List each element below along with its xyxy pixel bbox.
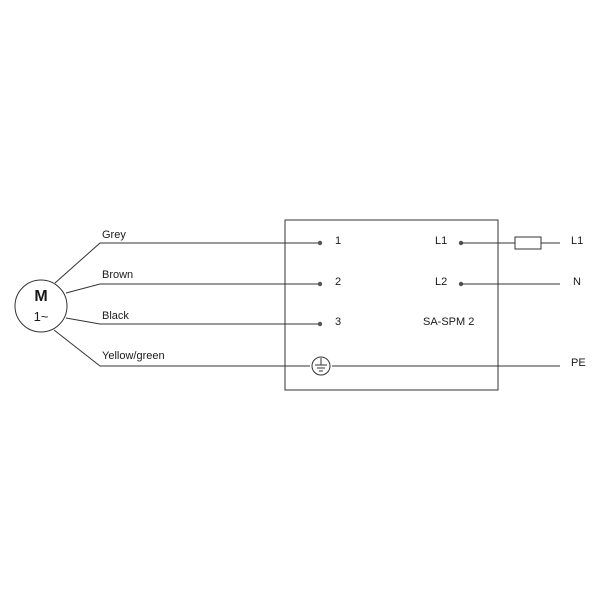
black-wire-label: Black (102, 310, 129, 322)
terminal-1-label: 1 (335, 235, 341, 247)
terminal-3-label: 3 (335, 316, 341, 328)
motor-label: M (34, 288, 47, 305)
motor-circle (14, 279, 68, 333)
grey-wire (54, 242, 320, 284)
yellow-green-wire-label: Yellow/green (102, 350, 165, 362)
terminal-1-dot (317, 240, 323, 246)
terminal-l1-label: L1 (435, 235, 447, 247)
terminal-3-dot (317, 321, 323, 327)
terminal-2-dot (317, 281, 323, 287)
fuse-icon (514, 236, 542, 250)
supply-pe-label: PE (571, 357, 586, 369)
motor-symbol: M 1~ (14, 279, 68, 333)
terminal-2-label: 2 (335, 276, 341, 288)
motor-phase-label: 1~ (34, 309, 49, 324)
black-wire (65, 317, 320, 325)
control-module-box (284, 219, 499, 391)
earth-ground-icon (311, 356, 331, 376)
supply-l1-label: L1 (571, 235, 583, 247)
module-name-label: SA-SPM 2 (423, 316, 474, 328)
grey-wire-label: Grey (102, 229, 126, 241)
supply-n-label: N (573, 276, 581, 288)
yellow-green-wire (53, 329, 310, 367)
brown-wire (65, 283, 320, 294)
brown-wire-label: Brown (102, 269, 133, 281)
terminal-l2-label: L2 (435, 276, 447, 288)
